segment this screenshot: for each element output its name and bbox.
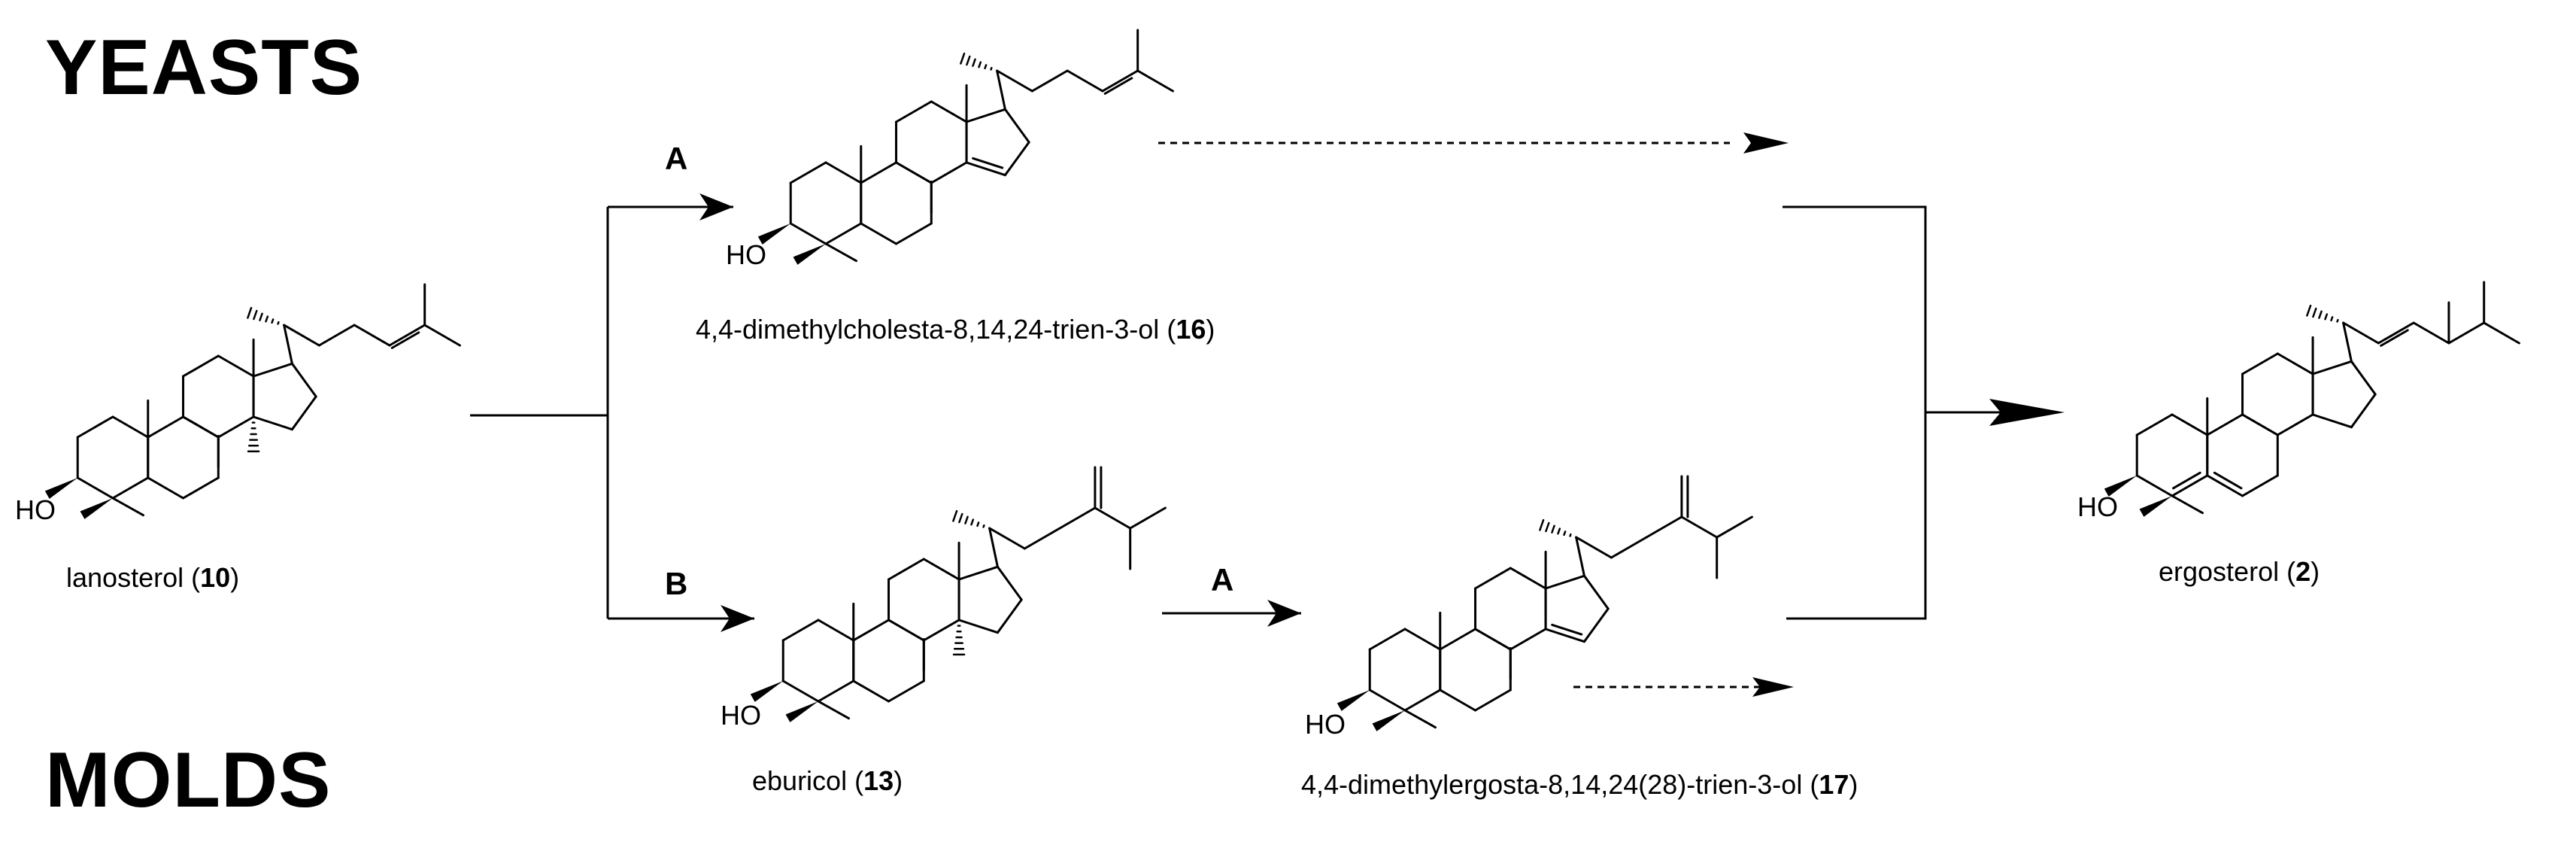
structure-17 — [1337, 475, 1753, 731]
arrowhead-dashed-16 — [1743, 132, 1789, 154]
route-label-a-upper: A — [665, 141, 688, 176]
compound-name: eburicol — [752, 765, 848, 796]
caption-ergosterol: ergosterol (2) — [2159, 556, 2320, 587]
structure-16 — [757, 29, 1174, 265]
compound-number: 17 — [1819, 769, 1849, 800]
arrowhead-a-lower — [1267, 600, 1301, 627]
caption-17: 4,4-dimethylergosta-8,14,24(28)-trien-3-… — [1301, 769, 1858, 800]
hydroxyl-label-16: HO — [726, 239, 766, 270]
hydroxyl-label-10: HO — [15, 494, 56, 525]
structure-eburicol — [750, 466, 1167, 722]
compound-number: 13 — [863, 765, 894, 796]
arrowhead-ergosterol — [1989, 399, 2065, 426]
arrowhead-b — [721, 605, 754, 632]
heading-yeasts: YEASTS — [45, 24, 363, 111]
compound-name: ergosterol — [2159, 556, 2280, 587]
split-connector — [470, 205, 754, 620]
hydroxyl-label-17: HO — [1305, 709, 1346, 740]
compound-name: 4,4-dimethylergosta-8,14,24(28)-trien-3-… — [1301, 769, 1803, 800]
compound-number: 2 — [2295, 556, 2311, 587]
compound-number: 16 — [1176, 314, 1206, 345]
structure-lanosterol — [44, 283, 461, 519]
caption-lanosterol: lanosterol (10) — [66, 562, 240, 593]
merge-connector — [1783, 205, 2023, 620]
hydroxyl-label-2: HO — [2077, 491, 2118, 522]
compound-name: 4,4-dimethylcholesta-8,14,24-trien-3-ol — [696, 314, 1160, 345]
caption-eburicol: eburicol (13) — [752, 765, 903, 796]
hydroxyl-label-13: HO — [721, 700, 761, 731]
compound-number: 10 — [200, 562, 231, 593]
structure-ergosterol — [2104, 281, 2520, 517]
route-label-b: B — [665, 566, 688, 601]
arrowhead-dashed-17 — [1752, 677, 1794, 697]
heading-molds: MOLDS — [45, 737, 332, 824]
route-label-a-lower: A — [1211, 562, 1234, 597]
compound-name: lanosterol — [66, 562, 184, 593]
arrowhead-a-upper — [699, 193, 733, 220]
caption-16: 4,4-dimethylcholesta-8,14,24-trien-3-ol … — [696, 314, 1215, 345]
